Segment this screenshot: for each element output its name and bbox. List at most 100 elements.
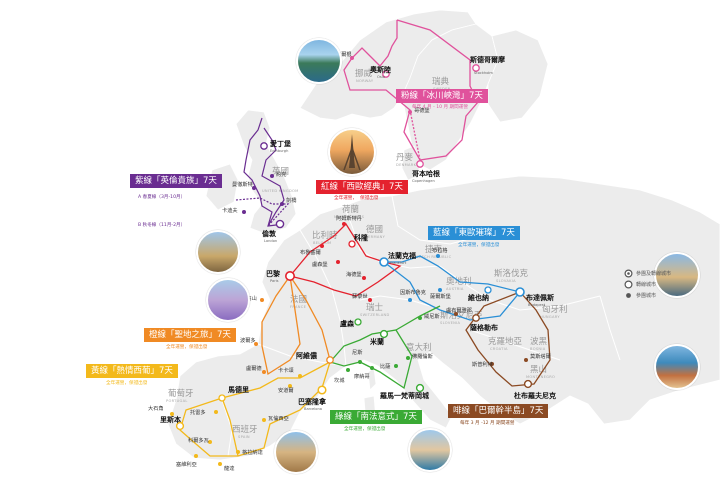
- city-marker[interactable]: [218, 394, 226, 402]
- city-marker[interactable]: [472, 314, 480, 322]
- city-marker[interactable]: [436, 254, 440, 258]
- country-label-en: GERMANY: [365, 235, 386, 239]
- city-marker[interactable]: [348, 240, 356, 248]
- city-marker[interactable]: [260, 298, 264, 302]
- city-marker[interactable]: [262, 418, 266, 422]
- city-marker[interactable]: [298, 374, 302, 378]
- legend-row-join: 參團城市: [624, 290, 671, 301]
- route-sub-orange: 全年運營，保證出發: [166, 345, 208, 350]
- city-marker[interactable]: [262, 370, 266, 374]
- city-marker[interactable]: [326, 356, 334, 364]
- country-label-en: SWITZERLAND: [360, 313, 390, 317]
- city-label-mostar: 莫斯塔爾: [530, 352, 551, 360]
- city-marker[interactable]: [284, 270, 295, 281]
- city-marker[interactable]: [275, 219, 285, 229]
- city-label-cannes: 坎城: [334, 376, 345, 384]
- city-marker[interactable]: [218, 462, 222, 466]
- city-marker[interactable]: [379, 257, 389, 267]
- city-marker[interactable]: [214, 410, 218, 414]
- country-label: 荷蘭: [342, 204, 359, 215]
- city-marker[interactable]: [490, 362, 494, 366]
- city-marker[interactable]: [515, 287, 525, 297]
- city-marker[interactable]: [175, 421, 185, 431]
- route-title-brown[interactable]: 啡線「巴爾幹半島」7天: [448, 404, 549, 418]
- city-marker[interactable]: [418, 316, 422, 320]
- country-label-en: SLOVAKIA: [496, 279, 516, 283]
- route-orange-lines: [261, 275, 331, 376]
- city-marker[interactable]: [415, 383, 425, 393]
- city-marker[interactable]: [336, 260, 340, 264]
- city-marker[interactable]: [350, 56, 354, 60]
- city-label-london: 倫敦: [262, 229, 277, 238]
- city-marker[interactable]: [260, 142, 268, 150]
- city-marker[interactable]: [523, 379, 533, 389]
- city-marker[interactable]: [438, 288, 442, 292]
- route-title-yellow[interactable]: 黃線「熱情西葡」7天: [86, 364, 178, 378]
- legend-row-hub: 參團及轉線城市: [624, 268, 671, 279]
- city-marker[interactable]: [346, 368, 350, 372]
- city-label-seville: 塞維利亞: [176, 460, 197, 468]
- city-label-gothenburg: 哥德堡: [414, 106, 430, 114]
- route-sub-brown: 每年 3 月 -12 月 期間運營: [460, 421, 515, 426]
- city-label-edinburgh: 愛丁堡: [270, 139, 292, 148]
- city-label-ljubljana: 盧布爾雅那: [446, 306, 472, 314]
- route-title-blue[interactable]: 藍線「東歐璀璨」7天: [428, 226, 520, 240]
- city-marker[interactable]: [382, 70, 390, 78]
- country-label: 斯洛文尼亞: [440, 310, 483, 321]
- city-marker[interactable]: [484, 286, 492, 294]
- city-label-barcelona: 巴塞隆拿: [298, 397, 327, 406]
- city-sub-copenhagen: Copenhagen: [412, 179, 435, 183]
- city-marker[interactable]: [354, 318, 362, 326]
- city-marker[interactable]: [254, 342, 258, 346]
- city-marker[interactable]: [342, 222, 346, 226]
- city-marker[interactable]: [379, 329, 389, 339]
- city-marker[interactable]: [252, 186, 256, 190]
- route-title-green[interactable]: 綠線「南法意式」7天: [330, 410, 422, 424]
- city-marker[interactable]: [472, 64, 480, 72]
- city-marker[interactable]: [320, 244, 324, 248]
- country-label-en: DENMARK: [396, 163, 417, 167]
- country-label: 丹麥: [396, 152, 414, 163]
- city-marker[interactable]: [408, 298, 412, 302]
- city-label-zurich: 蘇黎世: [352, 292, 368, 300]
- country-label: 匈牙利: [542, 304, 568, 315]
- city-marker[interactable]: [362, 276, 366, 280]
- city-label-valencia: 瓦倫西亞: [268, 414, 289, 422]
- city-marker[interactable]: [368, 298, 372, 302]
- city-label-lucerne: 盧森: [340, 319, 355, 328]
- route-sub-yellow: 全年運營，保證出發: [106, 381, 148, 386]
- city-marker[interactable]: [394, 364, 398, 368]
- city-label-monaco: 摩納哥: [354, 372, 370, 380]
- dot-icon: [624, 291, 633, 300]
- route-title-pink[interactable]: 粉線「冰川峽灣」7天: [396, 89, 488, 103]
- city-label-florence: 佛羅倫斯: [412, 352, 433, 360]
- route-title-red[interactable]: 紅線「西歐經典」7天: [316, 180, 408, 194]
- city-marker[interactable]: [236, 450, 240, 454]
- city-label-bordeaux: 波爾多: [240, 336, 256, 344]
- city-label-amsterdam: 阿姆斯特丹: [336, 214, 362, 222]
- city-marker[interactable]: [242, 210, 246, 214]
- route-title-purple[interactable]: 紫線「英倫貴族」7天: [130, 174, 222, 188]
- city-marker[interactable]: [270, 174, 274, 178]
- city-label-andorra: 安道爾: [278, 386, 294, 394]
- city-marker[interactable]: [454, 312, 458, 316]
- city-marker[interactable]: [524, 358, 528, 362]
- city-marker[interactable]: [317, 385, 327, 395]
- city-label-rome-vatican: 羅馬一梵蒂岡城: [380, 391, 429, 400]
- city-marker[interactable]: [358, 360, 362, 364]
- city-label-salzburg: 薩爾斯堡: [430, 292, 451, 300]
- city-marker[interactable]: [406, 356, 410, 360]
- country-label-en: ITALY: [410, 353, 421, 357]
- city-marker[interactable]: [194, 454, 198, 458]
- city-marker[interactable]: [288, 384, 292, 388]
- city-marker[interactable]: [170, 412, 174, 416]
- city-marker[interactable]: [416, 160, 424, 168]
- city-label-avignon: 阿維儂: [296, 351, 318, 360]
- city-label-cambridge: 劍橋: [286, 196, 297, 204]
- route-title-orange[interactable]: 橙線「聖地之旅」7天: [144, 328, 236, 342]
- city-marker[interactable]: [370, 366, 374, 370]
- city-marker[interactable]: [208, 440, 212, 444]
- city-marker[interactable]: [408, 110, 412, 114]
- city-marker[interactable]: [280, 202, 284, 206]
- country-label: 波黑: [530, 336, 548, 347]
